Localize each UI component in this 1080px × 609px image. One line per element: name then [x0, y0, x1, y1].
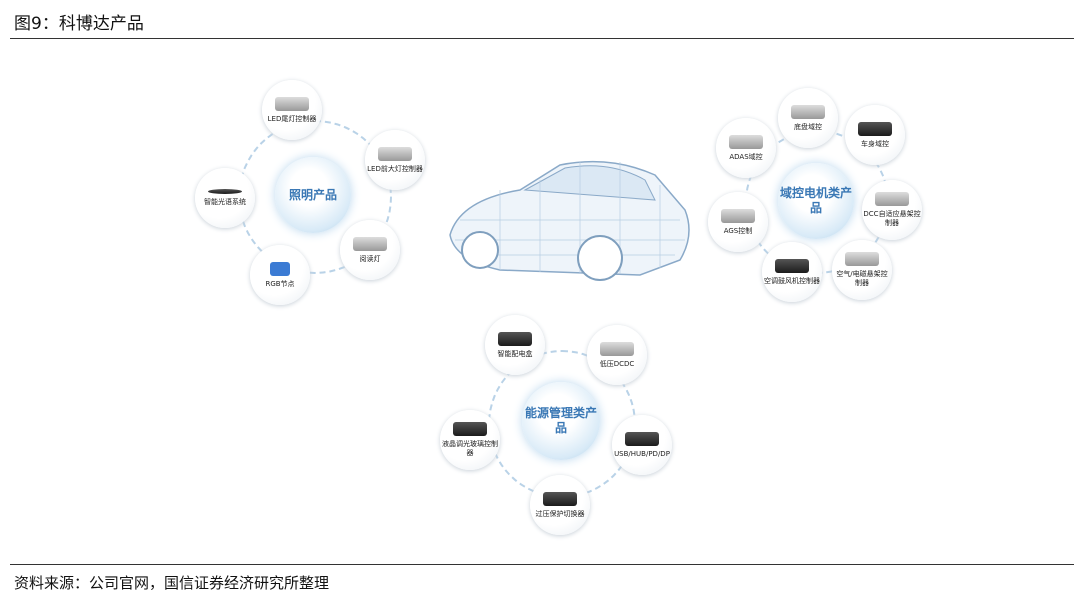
product-node: 液晶调光玻璃控制器: [440, 410, 500, 470]
product-node: 阅读灯: [340, 220, 400, 280]
product-label: ADAS域控: [729, 152, 763, 161]
product-node: DCC自适应悬架控制器: [862, 180, 922, 240]
product-node: 车身域控: [845, 105, 905, 165]
energy-center: 能源管理类产品: [522, 382, 600, 460]
product-label: USB/HUB/PD/DP: [614, 449, 670, 458]
product-label: 车身域控: [861, 139, 889, 148]
product-label: LED前大灯控制器: [367, 164, 423, 173]
product-node: AGS控制: [708, 192, 768, 252]
product-label: 过压保护切换器: [535, 509, 585, 518]
product-node: ADAS域控: [716, 118, 776, 178]
figure-title: 图9：科博达产品: [14, 14, 144, 34]
top-divider: [10, 38, 1074, 39]
product-image: [875, 192, 909, 206]
product-node: RGB节点: [250, 245, 310, 305]
product-image: [378, 146, 412, 161]
product-label: 底盘域控: [794, 122, 822, 131]
product-image: [498, 331, 532, 346]
product-label: 液晶调光玻璃控制器: [442, 440, 498, 457]
product-image: [453, 422, 487, 436]
product-label: 空调鼓风机控制器: [764, 276, 820, 285]
product-image: [353, 236, 387, 251]
product-image: [858, 121, 892, 136]
product-label: RGB节点: [265, 279, 295, 288]
product-label: 智能配电盒: [497, 349, 533, 358]
product-label: 空气/电磁悬架控制器: [836, 270, 888, 287]
product-node: LED前大灯控制器: [365, 130, 425, 190]
product-image: [729, 134, 763, 149]
product-node: 空调鼓风机控制器: [762, 242, 822, 302]
product-image: [845, 252, 879, 266]
domain-center: 域控电机类产品: [778, 163, 854, 239]
product-node: 底盘域控: [778, 88, 838, 148]
product-image: [270, 261, 290, 276]
product-node: USB/HUB/PD/DP: [612, 415, 672, 475]
product-node: 空气/电磁悬架控制器: [832, 240, 892, 300]
car-wireframe-image: [449, 160, 690, 281]
product-label: LED尾灯控制器: [267, 114, 317, 123]
product-label: 阅读灯: [359, 254, 381, 263]
lighting-center: 照明产品: [275, 157, 351, 233]
product-image: [721, 208, 755, 223]
product-node: 智能配电盒: [485, 315, 545, 375]
bottom-divider: [10, 564, 1074, 565]
product-image: [600, 341, 634, 356]
source-note: 资料来源：公司官网，国信证券经济研究所整理: [14, 574, 330, 592]
product-node: 低压DCDC: [587, 325, 647, 385]
product-image: [625, 431, 659, 446]
product-image: [275, 96, 309, 111]
product-node: 过压保护切换器: [530, 475, 590, 535]
product-image: [791, 104, 825, 119]
product-label: DCC自适应悬架控制器: [863, 210, 921, 227]
product-image: [208, 189, 242, 194]
product-image: [543, 491, 577, 506]
product-node: 智能光语系统: [195, 168, 255, 228]
product-node: LED尾灯控制器: [262, 80, 322, 140]
product-image: [775, 258, 809, 273]
product-label: 智能光语系统: [204, 198, 246, 206]
product-label: 低压DCDC: [599, 359, 635, 368]
product-label: AGS控制: [723, 226, 753, 235]
